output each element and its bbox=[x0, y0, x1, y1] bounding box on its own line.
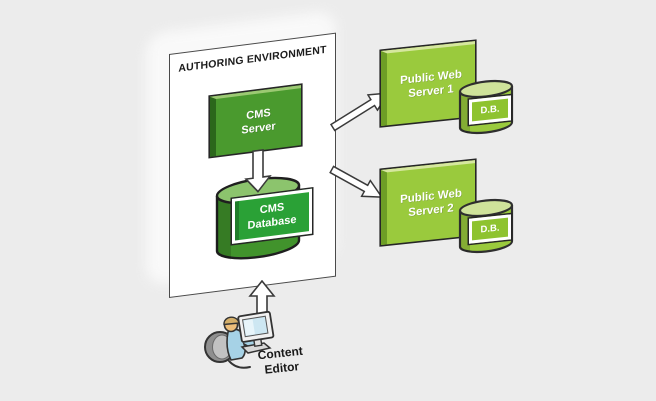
public-web-server-1-group: Public Web Server 1 D.B. bbox=[381, 36, 521, 181]
arrow-down-icon bbox=[244, 149, 272, 193]
plate-edge bbox=[235, 201, 239, 241]
cms-database-label-line2: Database bbox=[247, 213, 297, 232]
server2-db-label: D.B. bbox=[480, 222, 500, 236]
cms-server-box: CMS Server bbox=[210, 85, 301, 157]
cms-server-label-line2: Server bbox=[241, 119, 276, 137]
public-web-server-2-group: Public Web Server 2 D.B. bbox=[381, 155, 521, 300]
content-editor-icon bbox=[204, 310, 275, 369]
server2-db-plate: D.B. bbox=[469, 214, 511, 244]
server1-db-plate: D.B. bbox=[469, 95, 511, 125]
server1-db-label: D.B. bbox=[480, 103, 500, 117]
authoring-environment-card: AUTHORING ENVIRONMENT CMS Server CMS Dat… bbox=[169, 32, 336, 298]
arrow-to-server2-icon bbox=[329, 165, 384, 198]
